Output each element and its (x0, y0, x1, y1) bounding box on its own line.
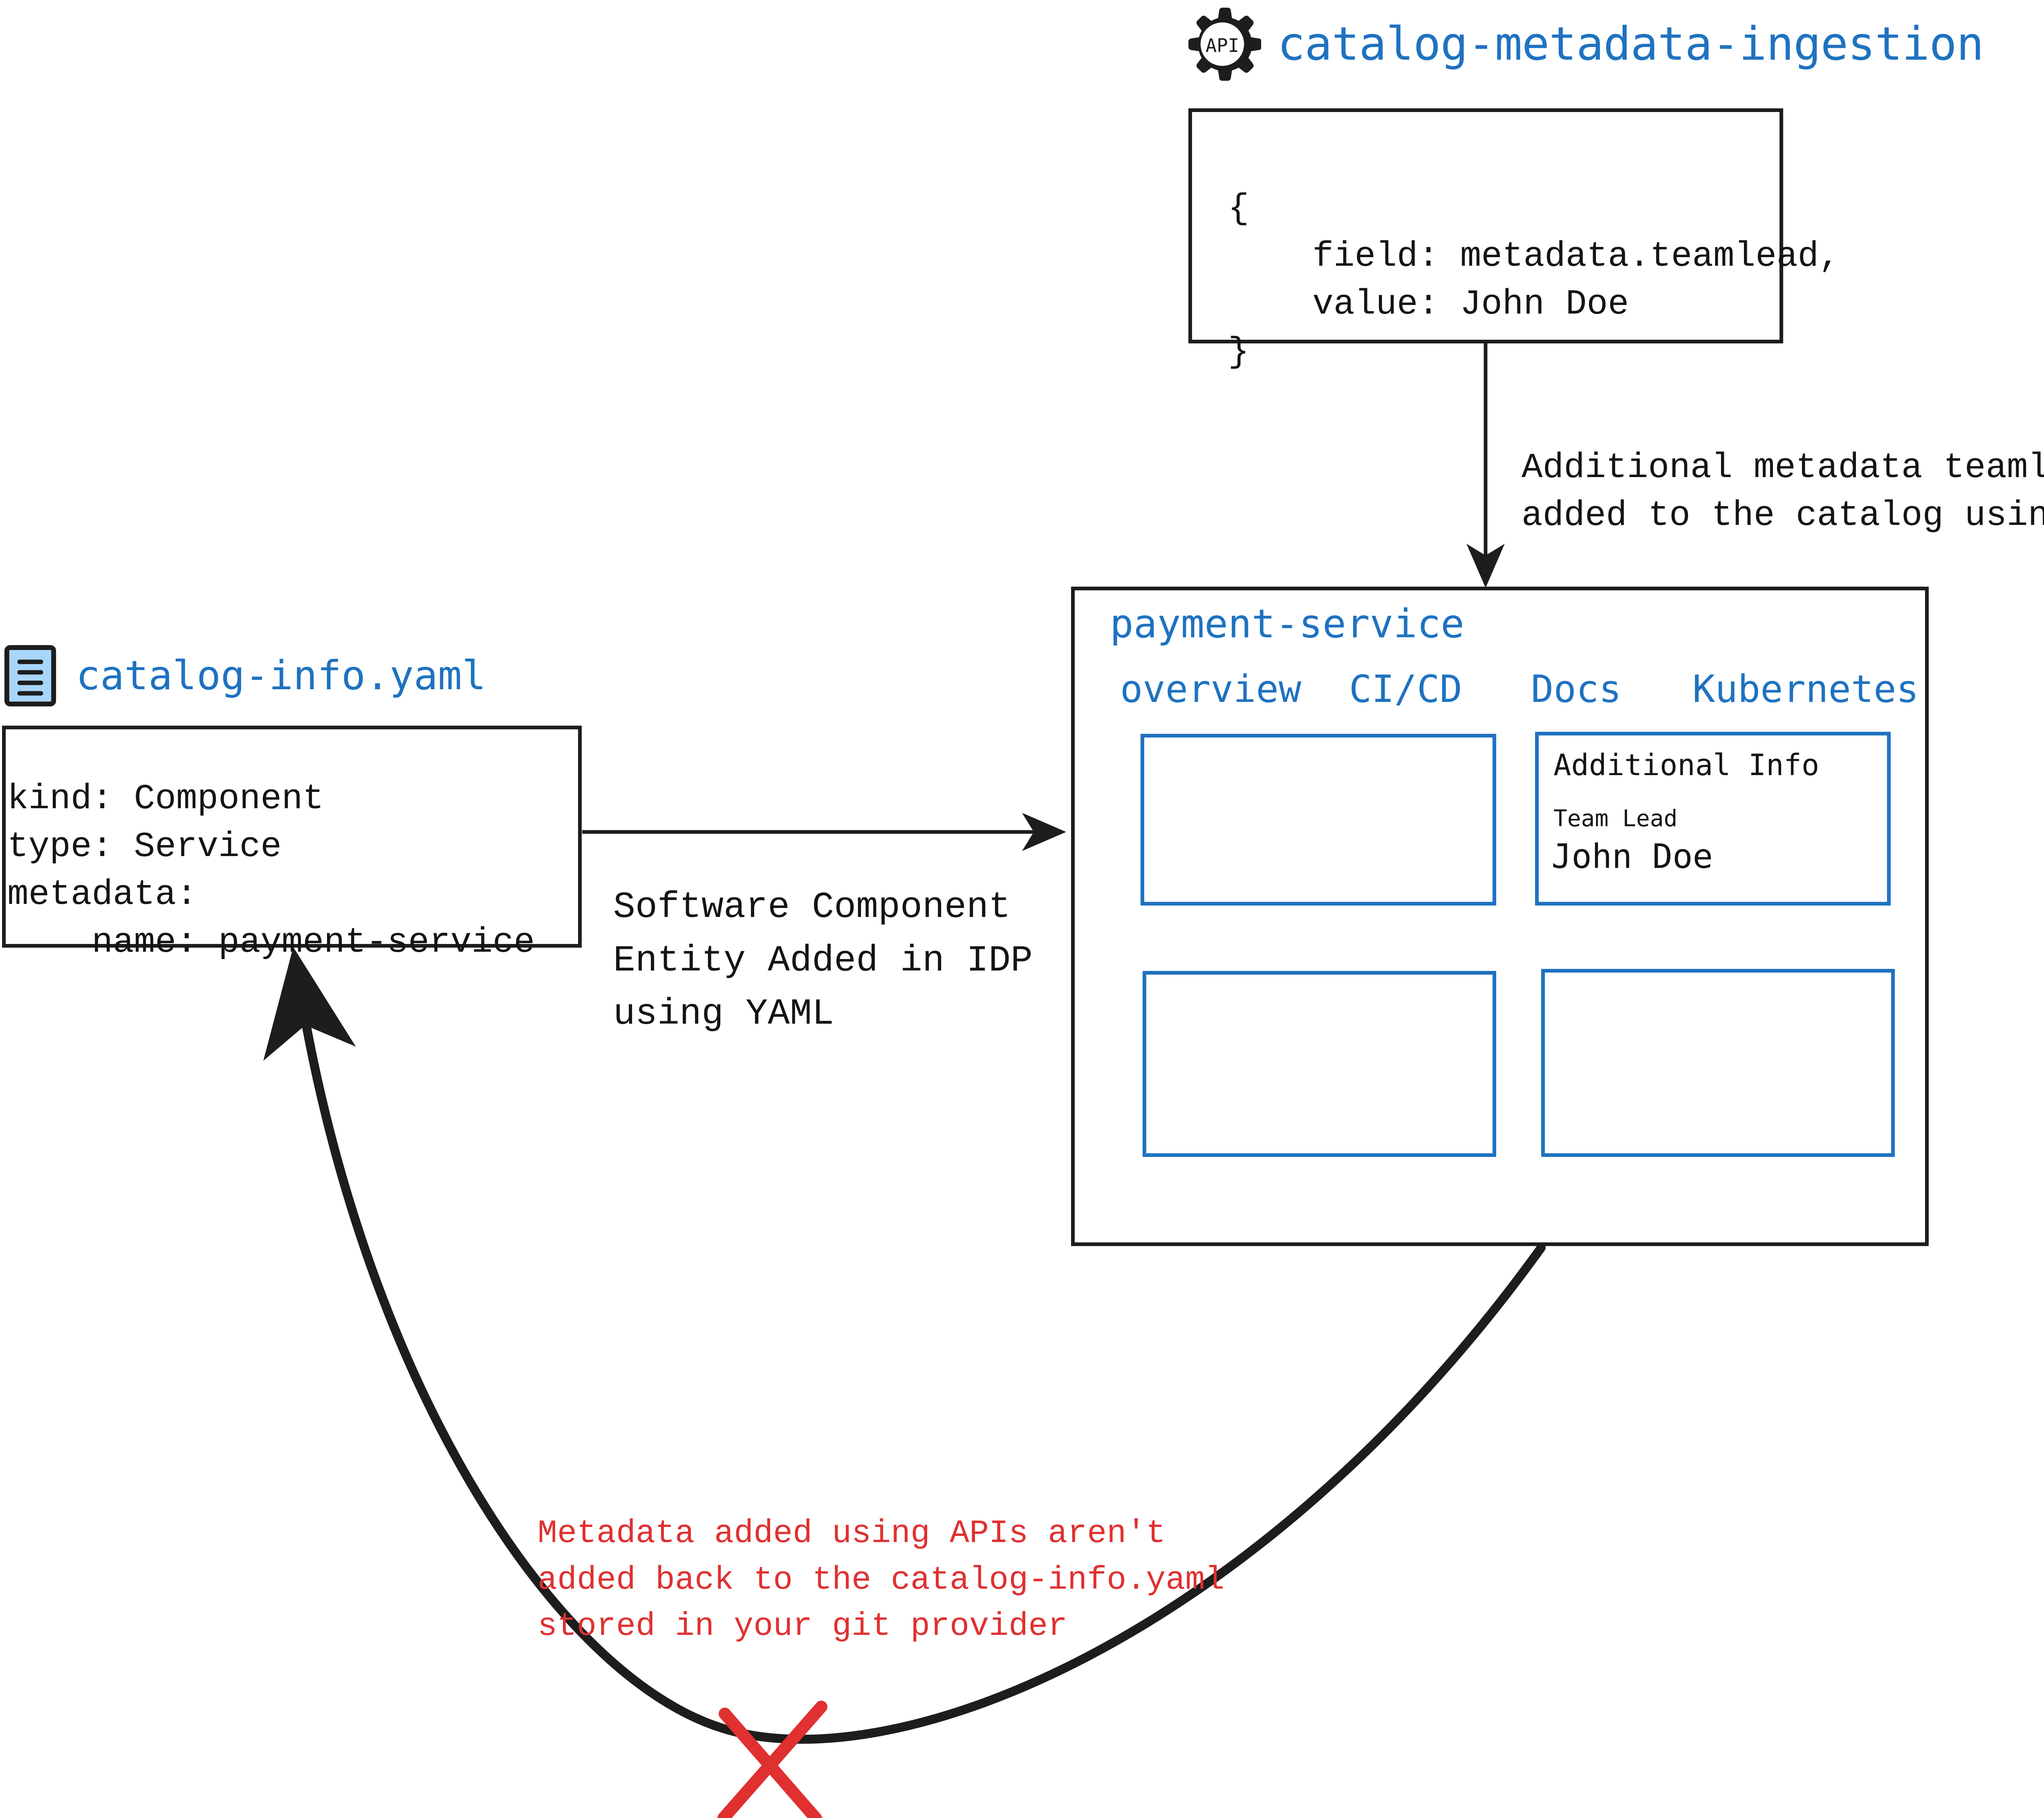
tab-overview[interactable]: overview (1120, 667, 1302, 711)
yaml-source-title: catalog-info.yaml (76, 652, 486, 699)
tab-cicd[interactable]: CI/CD (1349, 667, 1462, 711)
tab-kubernetes[interactable]: Kubernetes (1692, 667, 1919, 711)
api-payload-box: { field: metadata.teamlead, value: John … (1188, 108, 1840, 372)
tab-docs[interactable]: Docs (1531, 667, 1622, 711)
service-panel-title: payment-service (1110, 601, 1464, 647)
api-source-header: API catalog-metadata-ingestion (1183, 3, 1984, 85)
yaml-source-header: catalog-info.yaml (4, 645, 486, 706)
api-gear-icon: API (1183, 5, 1262, 83)
api-payload-code: { field: metadata.teamlead, value: John … (1228, 188, 1840, 372)
red-cross-icon (717, 1701, 827, 1818)
yaml-content-box (2, 726, 582, 948)
yaml-content-code: kind: Component type: Service metadata: … (7, 779, 535, 962)
card-bottom-right (1541, 969, 1895, 1157)
card-additional-info (1535, 732, 1891, 906)
api-gear-icon-label: API (1206, 35, 1239, 56)
card-bottom-left (1143, 971, 1496, 1157)
team-lead-label: Team Lead (1553, 805, 1678, 832)
warning-edge-label: Metadata added using APIs aren't added b… (538, 1515, 1225, 1645)
card-additional-info-title: Additional Info (1553, 748, 1820, 782)
yaml-edge-label: Software Component Entity Added in IDP u… (613, 887, 1033, 1035)
api-edge-label: Additional metadata teamlead added to th… (1522, 448, 2044, 536)
card-top-left (1141, 734, 1496, 906)
api-source-title: catalog-metadata-ingestion (1278, 18, 1984, 71)
team-lead-value: John Doe (1551, 837, 1713, 876)
yaml-file-icon (4, 645, 56, 706)
